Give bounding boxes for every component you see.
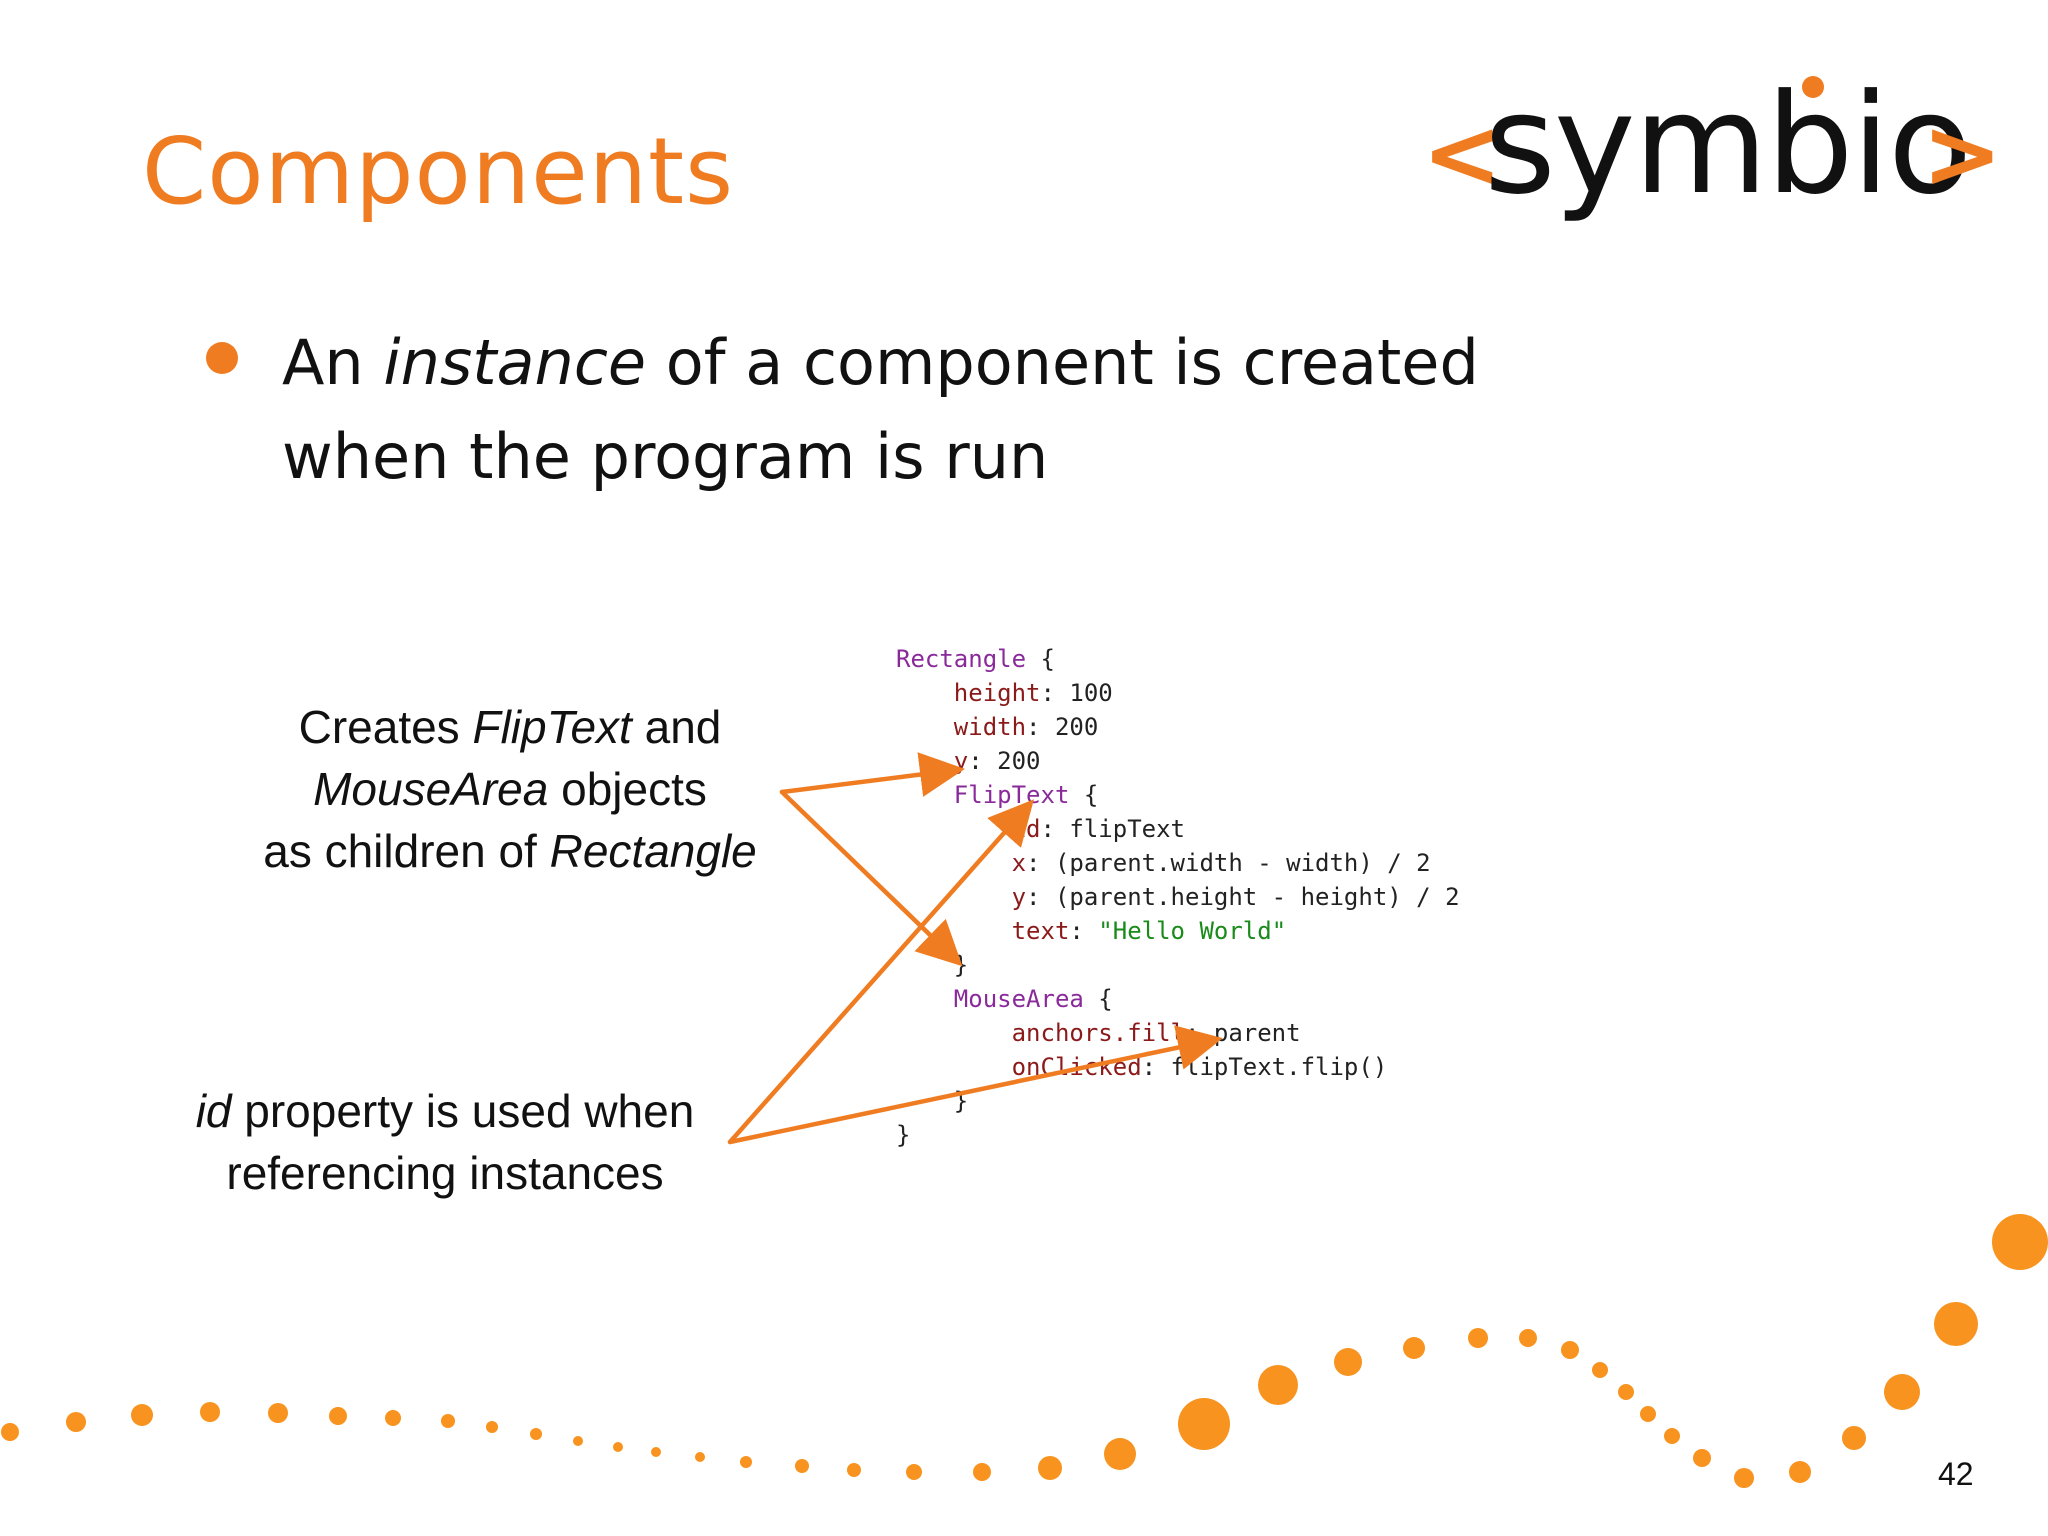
code-token: : (parent.width - width) / 2	[1026, 849, 1431, 877]
code-token: anchors.fill	[896, 1019, 1185, 1047]
ann1-text: Creates	[298, 701, 473, 753]
arrow-to-id	[727, 799, 1034, 1145]
code-token: {	[1069, 781, 1099, 809]
ann2-text: property is used when	[231, 1085, 695, 1137]
ann1-rectangle: Rectangle	[549, 825, 757, 877]
symbio-logo: < symbio >	[1422, 50, 2002, 225]
bullet-text-pre: An	[282, 326, 384, 399]
code-line: text: "Hello World"	[896, 914, 1460, 948]
arrow-to-fliptext-ref	[727, 1025, 1223, 1145]
arrow-to-mousearea	[779, 789, 963, 967]
code-line: Rectangle {	[896, 642, 1460, 676]
bullet-marker-icon	[206, 342, 238, 374]
code-token: : 100	[1040, 679, 1113, 707]
code-token: :	[1069, 917, 1099, 945]
code-line: height: 100	[896, 676, 1460, 710]
page-number: 42	[1938, 1456, 1974, 1492]
bullet-text-post: of a component is created when the progr…	[282, 326, 1479, 493]
code-token: : flipText	[1040, 815, 1186, 843]
code-sample: Rectangle { height: 100 width: 200 y: 20…	[896, 608, 1460, 1220]
code-line: }	[896, 1121, 911, 1149]
code-line: y: (parent.height - height) / 2	[896, 880, 1460, 914]
logo-wordmark: symbio	[1484, 64, 1972, 225]
code-token: : 200	[1026, 713, 1099, 741]
annotation-children-line-1: Creates FlipText and	[240, 696, 780, 758]
ann1-text: objects	[548, 763, 707, 815]
ann1-fliptext: FlipText	[472, 701, 632, 753]
code-token: height	[896, 679, 1041, 707]
code-token: MouseArea	[896, 985, 1084, 1013]
bullet-text: An instance of a component is created wh…	[282, 316, 1582, 504]
logo-i-dot	[1802, 76, 1824, 98]
code-token: y	[896, 883, 1027, 911]
code-token: text	[896, 917, 1070, 945]
annotation-children: Creates FlipText and MouseArea objects a…	[240, 696, 780, 882]
logo-left-bracket: <	[1422, 98, 1503, 210]
annotation-children-line-2: MouseArea objects	[240, 758, 780, 820]
code-token: : (parent.height - height) / 2	[1026, 883, 1460, 911]
code-token: Rectangle	[896, 645, 1027, 673]
annotation-id: id property is used when referencing ins…	[160, 1080, 730, 1204]
slide-title: Components	[142, 118, 735, 225]
decorative-dot-wave	[1, 1214, 2048, 1488]
code-line: MouseArea {	[896, 982, 1460, 1016]
ann2-id: id	[195, 1085, 232, 1137]
code-token: x	[896, 849, 1027, 877]
code-token: {	[1083, 985, 1113, 1013]
code-token: {	[1026, 645, 1055, 673]
logo-right-bracket: >	[1922, 98, 2003, 210]
annotation-id-line-1: id property is used when	[160, 1080, 730, 1142]
annotation-children-line-3: as children of Rectangle	[240, 820, 780, 882]
code-token: : 200	[968, 747, 1041, 775]
annotation-id-line-2: referencing instances	[226, 1147, 664, 1199]
code-token: "Hello World"	[1098, 917, 1287, 945]
ann1-mousearea: MouseArea	[313, 763, 549, 815]
ann1-text: and	[631, 701, 722, 753]
bullet-text-emph: instance	[383, 326, 647, 399]
ann1-text: as children of	[263, 825, 550, 877]
code-line: x: (parent.width - width) / 2	[896, 846, 1460, 880]
code-line: id: flipText	[896, 812, 1460, 846]
code-line: width: 200	[896, 710, 1460, 744]
arrow-to-fliptext	[779, 752, 965, 797]
code-token: width	[896, 713, 1027, 741]
